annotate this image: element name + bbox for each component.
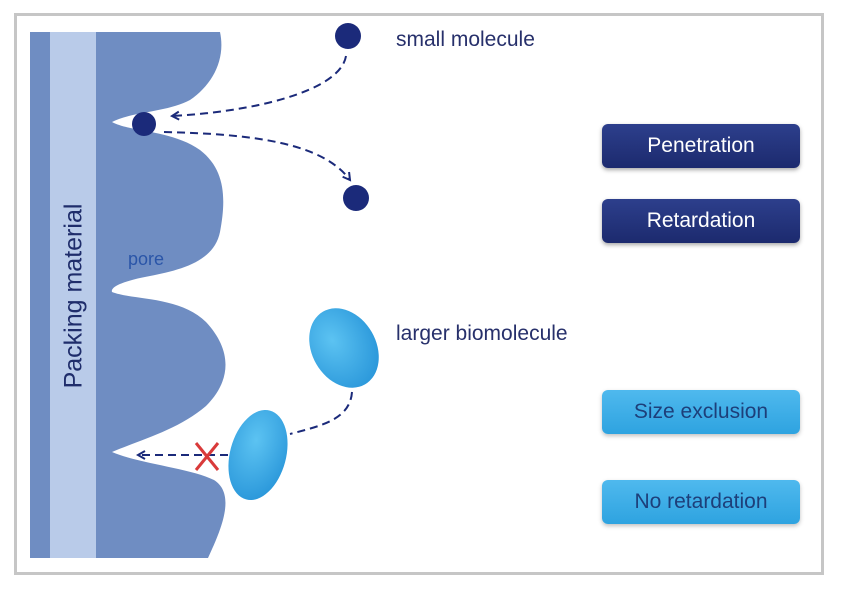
x-mark-icon (194, 442, 220, 471)
pore-label: pore (128, 249, 165, 269)
small-molecule-exit (343, 185, 369, 211)
size-exclusion-badge: Size exclusion (602, 390, 800, 434)
path-into-pore (172, 55, 347, 116)
larger-biomolecule-label: larger biomolecule (396, 322, 568, 345)
retardation-badge: Retardation (602, 199, 800, 243)
no-retardation-badge: No retardation (602, 480, 800, 524)
small-molecule-top (335, 23, 361, 49)
small-molecule-label: small molecule (396, 28, 535, 51)
packing-material-label: Packing material (59, 203, 88, 389)
biomolecule-upper (309, 308, 379, 388)
path-out-of-pore (163, 131, 350, 180)
path-biomolecule-descend (289, 391, 353, 435)
small-molecule-in-pore (132, 112, 156, 136)
biomolecule-lower (228, 409, 288, 501)
packing-strip (50, 32, 96, 558)
penetration-badge: Penetration (602, 124, 800, 168)
